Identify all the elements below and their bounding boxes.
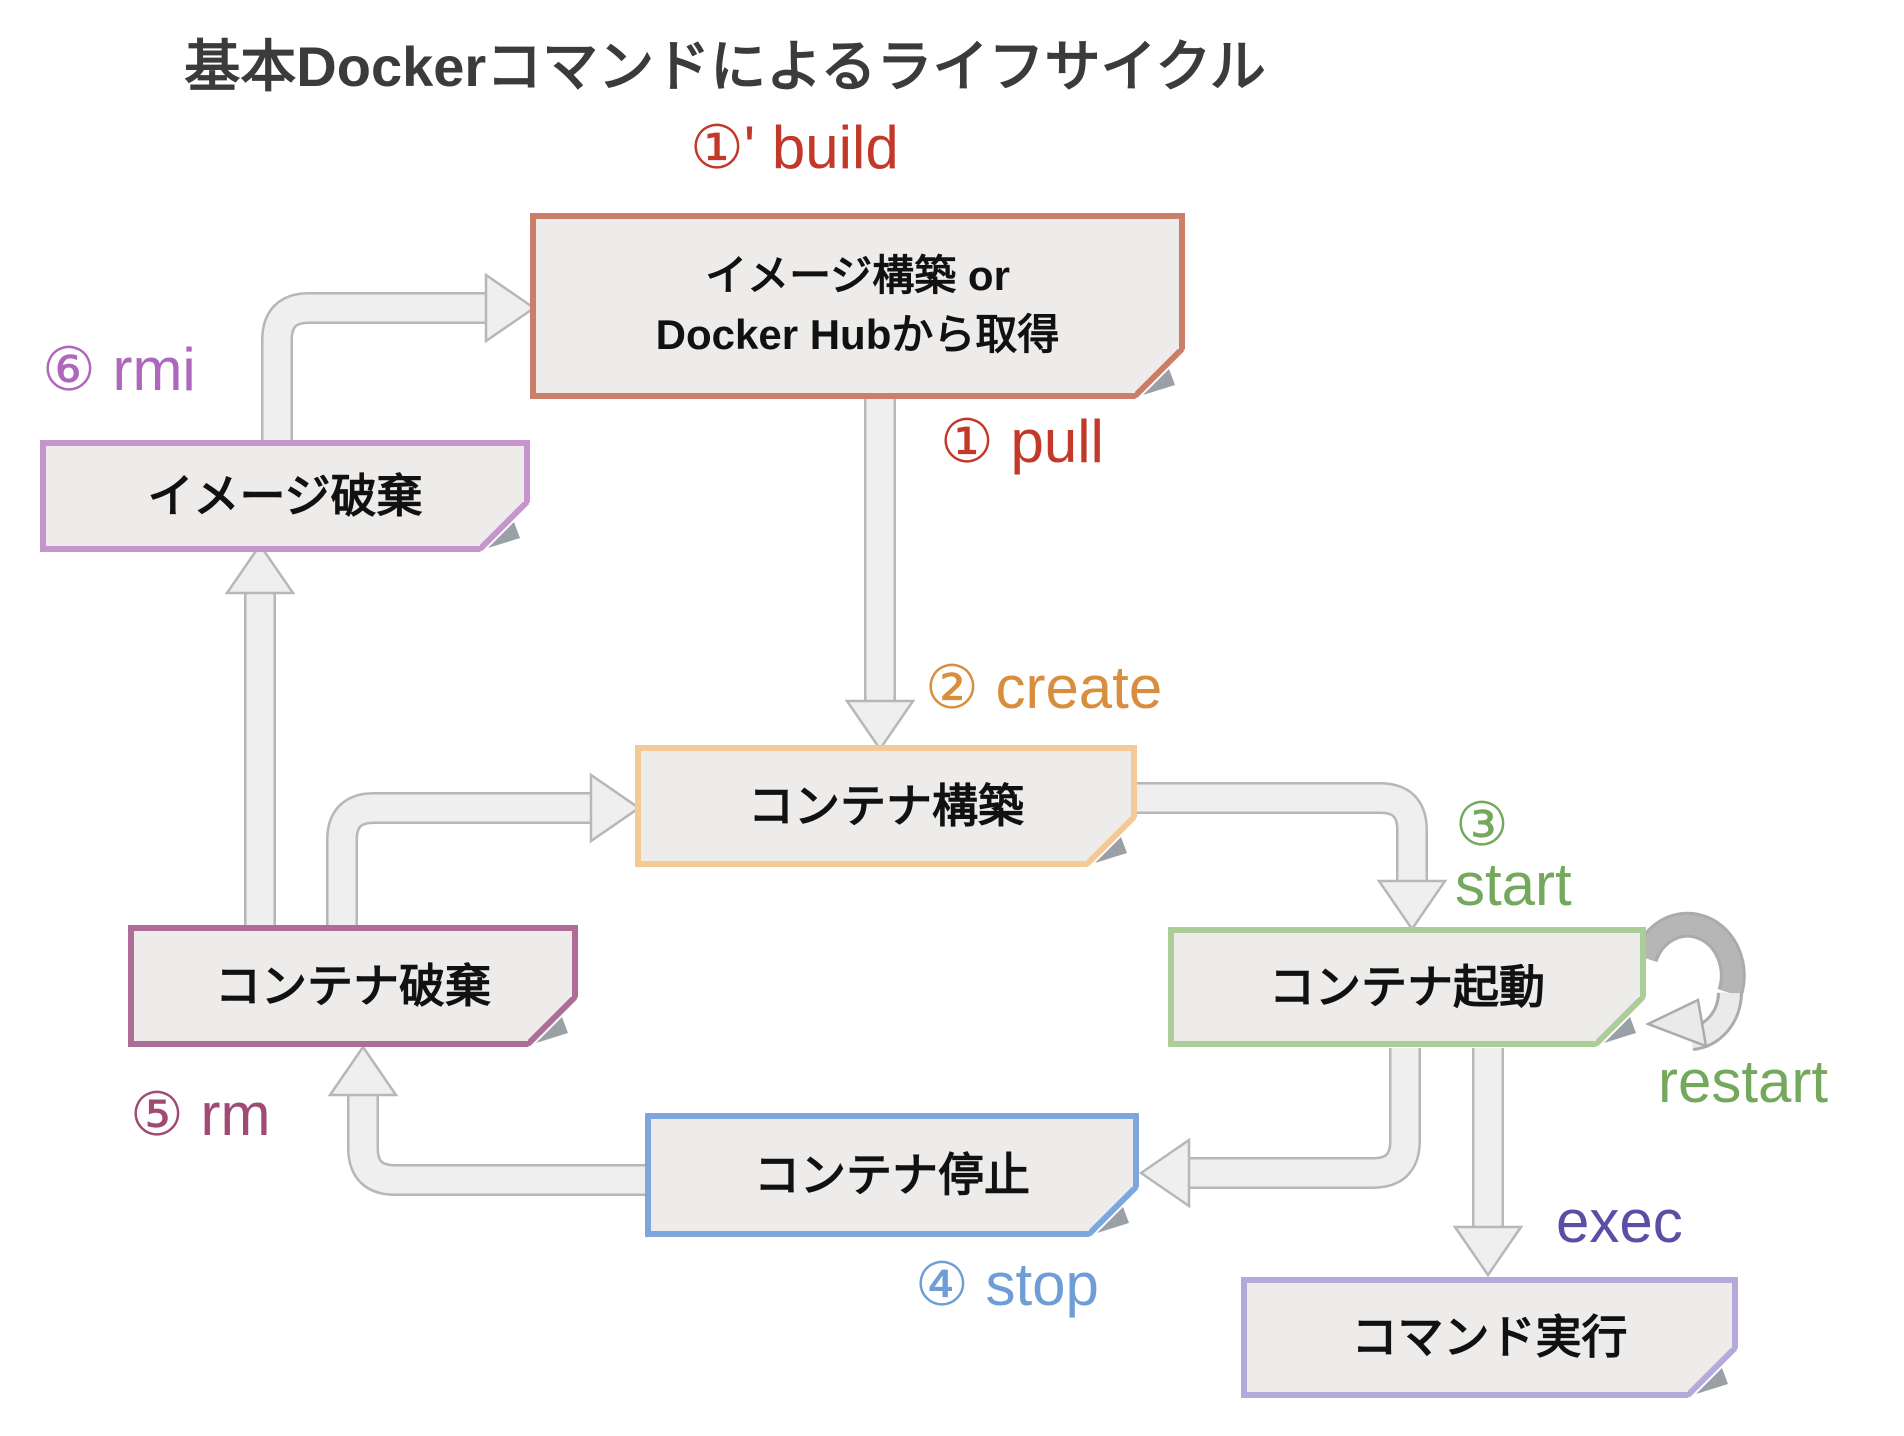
arrow-rm [327,1044,648,1196]
node-container-stop: コンテナ停止 [645,1113,1139,1237]
label-rm: ⑤ rm [130,1081,271,1148]
arrow-restart-loop [1632,911,1746,1051]
node-container-create-label: コンテナ構築 [748,779,1024,832]
diagram-title: 基本Dockerコマンドによるライフサイクル [184,35,1266,98]
arrow-pull [844,396,916,752]
arrow-recreate [326,772,642,928]
folded-corner-icon [480,502,530,552]
node-image-destroy-label: イメージ破棄 [147,469,423,522]
label-create: ② create [925,654,1163,721]
label-pull: ① pull [940,408,1104,475]
arrow-start [1136,782,1448,932]
folded-corner-icon [1688,1348,1738,1398]
arrow-build [261,272,537,444]
label-start: ③ start [1455,791,1572,918]
label-rmi: ⑥ rmi [42,336,196,403]
node-command-exec: コマンド実行 [1241,1277,1738,1398]
node-container-destroy: コンテナ破棄 [128,925,578,1047]
node-container-start: コンテナ起動 [1168,927,1646,1047]
arrow-rmi [224,542,296,928]
arrow-stop [1138,1048,1421,1209]
node-command-exec-label: コマンド実行 [1351,1311,1628,1364]
folded-corner-icon [1089,1187,1139,1237]
node-image-build: イメージ構築 or Docker Hubから取得 [530,213,1185,399]
label-build: ①' build [690,114,899,181]
label-stop: ④ stop [915,1251,1099,1318]
folded-corner-icon [1135,349,1185,399]
arrow-exec [1452,1048,1524,1278]
node-container-stop-label: コンテナ停止 [754,1148,1030,1201]
node-container-start-label: コンテナ起動 [1269,960,1545,1013]
node-image-destroy: イメージ破棄 [40,440,530,552]
node-container-destroy-label: コンテナ破棄 [215,959,491,1012]
label-restart: restart [1658,1048,1829,1115]
folded-corner-icon [528,997,578,1047]
folded-corner-icon [1087,817,1137,867]
node-image-build-label: イメージ構築 or Docker Hubから取得 [655,252,1060,358]
node-container-create: コンテナ構築 [635,745,1137,867]
folded-corner-icon [1596,997,1646,1047]
label-exec: exec [1556,1188,1683,1255]
